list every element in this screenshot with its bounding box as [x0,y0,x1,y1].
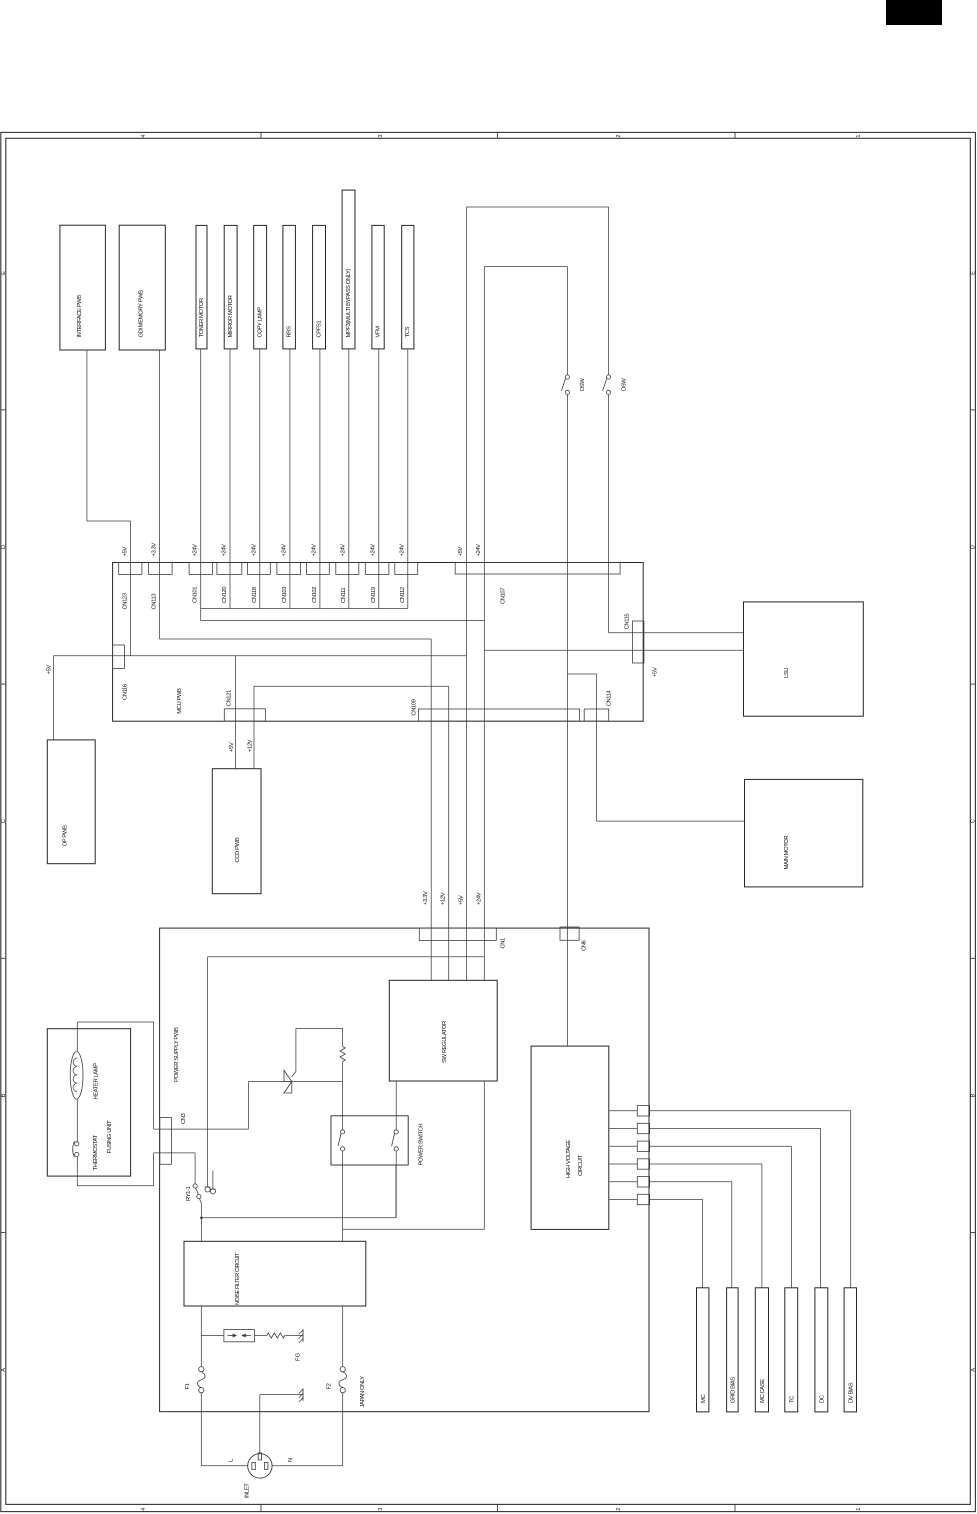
svg-text:+24V: +24V [341,544,347,557]
svg-text:E: E [971,271,977,275]
svg-text:+24V: +24V [192,544,198,557]
svg-text:+24V: +24V [371,544,377,557]
svg-text:+24V: +24V [312,544,318,557]
svg-text:+5V: +5V [46,665,52,675]
svg-text:F.G: F.G [295,1352,301,1361]
svg-text:4: 4 [141,1508,147,1511]
svg-text:GRID BIAS: GRID BIAS [731,1377,737,1403]
svg-text:4: 4 [141,135,147,138]
svg-text:+3.3V: +3.3V [423,891,429,905]
svg-text:D: D [1,545,7,549]
svg-text:NOISE FILTER CIRCUIT: NOISE FILTER CIRCUIT [235,1252,241,1305]
svg-text:2: 2 [616,1508,622,1511]
svg-text:3: 3 [378,135,384,138]
svg-text:B: B [971,1094,977,1098]
svg-text:HEATER LAMP: HEATER LAMP [93,1063,99,1100]
svg-text:CN119: CN119 [371,587,377,603]
svg-text:DSW: DSW [580,378,586,391]
svg-text:CN116: CN116 [123,683,129,700]
svg-text:2: 2 [616,135,622,138]
svg-text:INLET: INLET [244,1483,250,1498]
svg-text:VFM: VFM [375,326,381,338]
svg-text:+24V: +24V [252,544,258,557]
svg-text:POWER SUPPLY PWB: POWER SUPPLY PWB [174,1027,180,1082]
svg-text:CN118: CN118 [252,586,258,603]
svg-text:DV BIAS: DV BIAS [849,1382,855,1403]
svg-text:1: 1 [856,135,862,138]
svg-text:+5V: +5V [458,547,464,557]
svg-text:MAIN MOTOR: MAIN MOTOR [784,836,790,870]
svg-text:CN114: CN114 [607,689,613,706]
svg-text:SW REGULATOR: SW REGULATOR [442,1021,448,1063]
svg-text:CN103: CN103 [282,586,288,603]
svg-text:CN115: CN115 [625,613,631,630]
svg-text:CN121: CN121 [227,690,233,706]
svg-text:C: C [1,819,7,823]
svg-text:1: 1 [856,1508,862,1511]
svg-text:+5V: +5V [229,742,235,752]
svg-text:GDI MEMORY PWB: GDI MEMORY PWB [138,290,144,338]
svg-text:MCU PWB: MCU PWB [177,688,183,714]
svg-text:TCS: TCS [405,327,411,338]
svg-text:CCD PWB: CCD PWB [235,837,241,862]
svg-text:C: C [971,819,977,823]
svg-text:CN120: CN120 [222,586,228,603]
svg-text:RY1-1: RY1-1 [186,1186,192,1201]
svg-text:+5V: +5V [459,895,465,905]
svg-text:+24V: +24V [222,544,228,557]
svg-text:+12V: +12V [441,892,447,905]
svg-text:THERMOSTAT: THERMOSTAT [93,1134,99,1170]
svg-text:B: B [1,1094,7,1098]
svg-text:3: 3 [378,1508,384,1511]
svg-text:E: E [1,271,7,275]
svg-text:L: L [228,1458,234,1462]
svg-text:DSW: DSW [622,378,628,391]
svg-text:A: A [1,1368,7,1372]
svg-text:FUSING UNIT: FUSING UNIT [107,1120,113,1154]
svg-text:+3.3V: +3.3V [151,543,157,557]
svg-text:N: N [288,1458,294,1462]
svg-text:POWER SWITCH: POWER SWITCH [419,1124,425,1166]
svg-text:F1: F1 [185,1383,191,1389]
svg-text:MC CASE: MC CASE [760,1379,766,1403]
svg-text:+24V: +24V [476,892,482,905]
svg-text:CN102: CN102 [312,587,318,603]
svg-text:+12V: +12V [248,739,254,752]
svg-text:MPF3(MULTI BYPASS ONLY): MPF3(MULTI BYPASS ONLY) [346,268,352,337]
svg-text:CN3: CN3 [181,1112,187,1124]
svg-text:+24V: +24V [282,544,288,557]
svg-text:+5V: +5V [653,667,659,677]
svg-text:CN111: CN111 [341,588,347,603]
svg-text:TC: TC [790,1395,796,1403]
svg-text:RRS: RRS [287,326,293,338]
svg-text:INTERFACE PWB: INTERFACE PWB [77,295,83,338]
svg-text:+24V: +24V [476,544,482,557]
svg-text:CPFS1: CPFS1 [316,321,322,338]
svg-text:+24V: +24V [400,544,406,557]
svg-text:D: D [971,545,977,549]
svg-text:CN113: CN113 [152,593,158,610]
svg-text:CN107: CN107 [501,588,507,604]
svg-text:CN6: CN6 [581,939,587,951]
svg-text:COPY LAMP: COPY LAMP [258,307,264,338]
svg-text:F2: F2 [326,1383,332,1389]
svg-text:TONER MOTOR: TONER MOTOR [199,298,205,337]
svg-text:DP PWB: DP PWB [62,825,68,846]
svg-text:LSU: LSU [784,668,790,678]
svg-text:HIGH VOLTAGE: HIGH VOLTAGE [566,1140,572,1178]
svg-text:+5V: +5V [122,547,128,557]
svg-text:CN112: CN112 [400,587,406,603]
svg-text:MC: MC [701,1394,707,1403]
svg-text:JAPAN ONLY: JAPAN ONLY [360,1376,366,1408]
svg-text:CN101: CN101 [193,587,199,603]
svg-text:CIRCUIT: CIRCUIT [578,1154,584,1176]
svg-text:CN123: CN123 [123,592,129,609]
svg-text:CN109: CN109 [411,699,417,715]
svg-text:DC: DC [820,1394,826,1403]
svg-text:A: A [971,1368,977,1372]
svg-text:MIRROR MOTOR: MIRROR MOTOR [228,295,234,337]
svg-text:CN1: CN1 [500,938,506,949]
